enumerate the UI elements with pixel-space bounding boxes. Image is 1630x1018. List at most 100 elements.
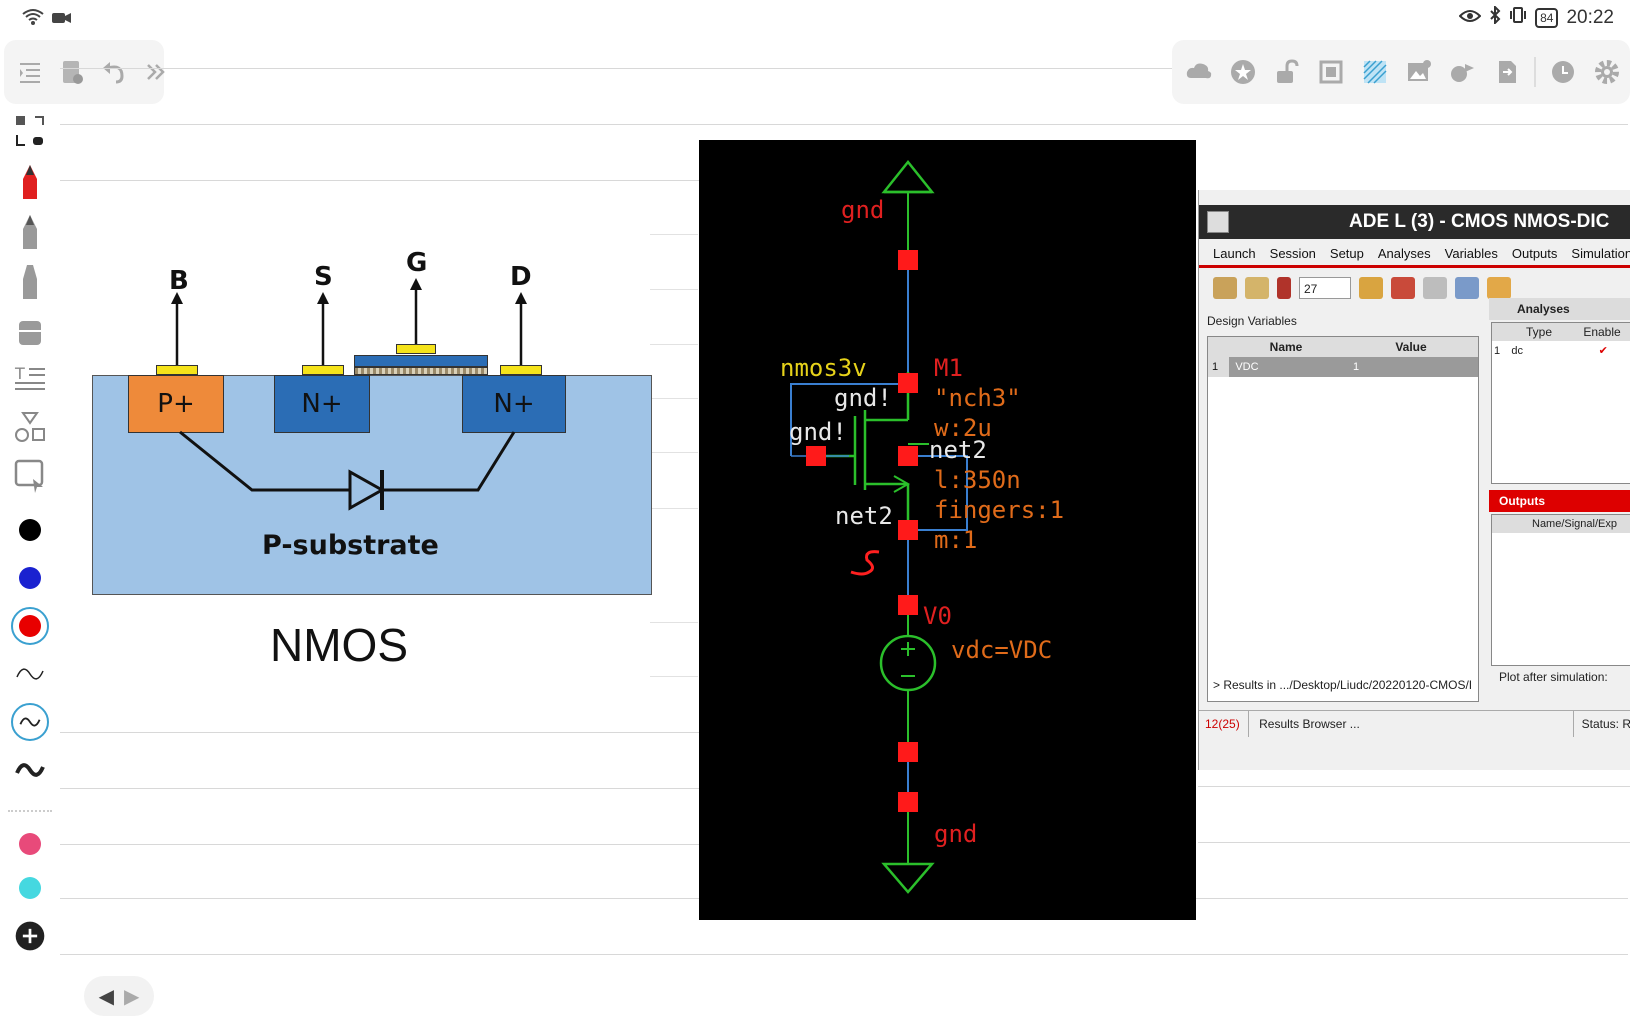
color-cyan[interactable] bbox=[8, 866, 52, 910]
schematic-drawing bbox=[790, 159, 968, 894]
menu-analyses[interactable]: Analyses bbox=[1377, 246, 1431, 261]
pencil-icon[interactable] bbox=[8, 210, 52, 254]
menu-outputs[interactable]: Outputs bbox=[1511, 246, 1558, 261]
wifi-icon bbox=[22, 8, 44, 30]
temperature-field[interactable]: 27 bbox=[1299, 277, 1351, 299]
stroke-thin-icon[interactable] bbox=[8, 652, 52, 696]
lasso-select-icon[interactable] bbox=[8, 110, 52, 154]
design-variables-table: Name Value 1 VDC 1 bbox=[1207, 336, 1479, 702]
gnd-top-label: gnd bbox=[841, 196, 885, 224]
add-color-icon[interactable] bbox=[8, 914, 52, 958]
stroke-thick-icon[interactable] bbox=[8, 748, 52, 792]
instance-label: M1 bbox=[934, 354, 963, 382]
sticky-select-icon[interactable] bbox=[8, 454, 52, 498]
menu-setup[interactable]: Setup bbox=[1329, 246, 1364, 261]
ruled-line bbox=[60, 954, 1628, 955]
next-page-icon[interactable]: ▶ bbox=[124, 984, 140, 1008]
menu-variables[interactable]: Variables bbox=[1444, 246, 1498, 261]
insert-image-icon[interactable] bbox=[1402, 55, 1436, 89]
choose-design-icon[interactable] bbox=[1359, 277, 1383, 299]
camera-icon bbox=[52, 10, 72, 29]
bluetooth-icon bbox=[1489, 4, 1501, 30]
highlighter-icon[interactable] bbox=[8, 260, 52, 304]
history-clock-icon[interactable] bbox=[1546, 55, 1580, 89]
dv-name-header: Name bbox=[1269, 340, 1303, 354]
run-icon[interactable] bbox=[1391, 277, 1415, 299]
terminal-b-label: B bbox=[169, 266, 189, 296]
ade-title-bar: ADE L (3) - CMOS NMOS-DIC bbox=[1199, 205, 1630, 239]
save-state-icon[interactable] bbox=[1245, 277, 1269, 299]
menu-launch[interactable]: Launch bbox=[1213, 246, 1256, 261]
outline-icon[interactable] bbox=[16, 55, 44, 89]
enable-checkbox[interactable]: ✔ bbox=[1598, 345, 1608, 357]
color-red-selected[interactable] bbox=[8, 604, 52, 648]
share-icon[interactable] bbox=[1446, 55, 1480, 89]
eraser-icon[interactable] bbox=[8, 310, 52, 354]
svg-text:T: T bbox=[14, 364, 25, 383]
terminal-d-label: D bbox=[510, 262, 532, 292]
plot-after-simulation[interactable]: Plot after simulation: bbox=[1499, 670, 1608, 684]
stroke-medium-selected-icon[interactable] bbox=[8, 700, 52, 744]
ruled-line bbox=[650, 344, 698, 345]
menu-session[interactable]: Session bbox=[1269, 246, 1316, 261]
terminal-g-label: G bbox=[406, 248, 428, 278]
device-cell-label: nmos3v bbox=[780, 354, 867, 382]
text-tool-icon[interactable]: T bbox=[8, 358, 52, 402]
dv-value-header: Value bbox=[1395, 340, 1427, 354]
crop-frame-icon[interactable] bbox=[1314, 55, 1348, 89]
ruled-line bbox=[650, 508, 698, 509]
battery-indicator: 84 bbox=[1535, 8, 1559, 28]
ade-status-bar: 12(25) Results Browser ... Status: R bbox=[1199, 710, 1630, 737]
unlock-icon[interactable] bbox=[1270, 55, 1304, 89]
ruled-line bbox=[60, 180, 700, 181]
model-label: "nch3" bbox=[934, 384, 1021, 412]
netlist-icon[interactable] bbox=[1423, 277, 1447, 299]
table-row[interactable]: 1 dc ✔ bbox=[1492, 341, 1630, 361]
ruled-line bbox=[650, 234, 698, 235]
color-blue[interactable] bbox=[8, 556, 52, 600]
palette-divider bbox=[8, 810, 52, 813]
save-notebook-icon[interactable] bbox=[58, 55, 86, 89]
ruled-line bbox=[650, 622, 698, 623]
drain-contact bbox=[500, 365, 542, 375]
gate-poly bbox=[354, 355, 488, 367]
color-pink[interactable] bbox=[8, 822, 52, 866]
edit-icon[interactable] bbox=[1455, 277, 1479, 299]
substrate-label: P-substrate bbox=[262, 530, 439, 561]
prev-page-icon[interactable]: ◀ bbox=[98, 984, 114, 1008]
shapes-icon[interactable] bbox=[8, 406, 52, 450]
export-icon[interactable] bbox=[1490, 55, 1524, 89]
load-state-icon[interactable] bbox=[1213, 277, 1237, 299]
color-black[interactable] bbox=[8, 508, 52, 552]
ruled-line bbox=[650, 398, 698, 399]
ruled-line bbox=[650, 676, 698, 677]
open-results-icon[interactable] bbox=[1487, 277, 1511, 299]
toolbar-left bbox=[4, 40, 165, 104]
length-label: l:350n bbox=[934, 466, 1021, 494]
gnd-bottom-label: gnd bbox=[934, 820, 978, 848]
ade-toolbar: 27 bbox=[1199, 270, 1630, 306]
more-chevron-icon[interactable] bbox=[142, 55, 170, 89]
background-pattern-icon[interactable] bbox=[1358, 55, 1392, 89]
settings-gear-icon[interactable] bbox=[1590, 55, 1624, 89]
table-row[interactable]: 1 VDC 1 bbox=[1208, 357, 1478, 377]
design-variables-label: Design Variables bbox=[1207, 314, 1297, 328]
bulk-contact bbox=[156, 365, 198, 375]
n-plus-drain: N+ bbox=[462, 375, 566, 433]
source-net-label: net2 bbox=[835, 502, 893, 530]
temperature-icon bbox=[1277, 277, 1291, 299]
fountain-pen-icon[interactable] bbox=[8, 160, 52, 204]
outputs-table: Name/Signal/Exp bbox=[1491, 514, 1630, 666]
menu-simulation[interactable]: Simulation bbox=[1571, 246, 1630, 261]
diagram-wires bbox=[171, 278, 527, 511]
ade-title-text: ADE L (3) - CMOS NMOS-DIC bbox=[1349, 211, 1610, 232]
ruled-line bbox=[650, 452, 698, 453]
undo-icon[interactable] bbox=[100, 55, 128, 89]
window-icon bbox=[1207, 211, 1229, 233]
p-plus-region: P+ bbox=[128, 375, 224, 433]
source-contact bbox=[302, 365, 344, 375]
ruled-line bbox=[1198, 786, 1630, 787]
cloud-sync-icon[interactable] bbox=[1182, 55, 1216, 89]
ruled-line bbox=[60, 68, 1172, 69]
favorite-star-icon[interactable] bbox=[1226, 55, 1260, 89]
